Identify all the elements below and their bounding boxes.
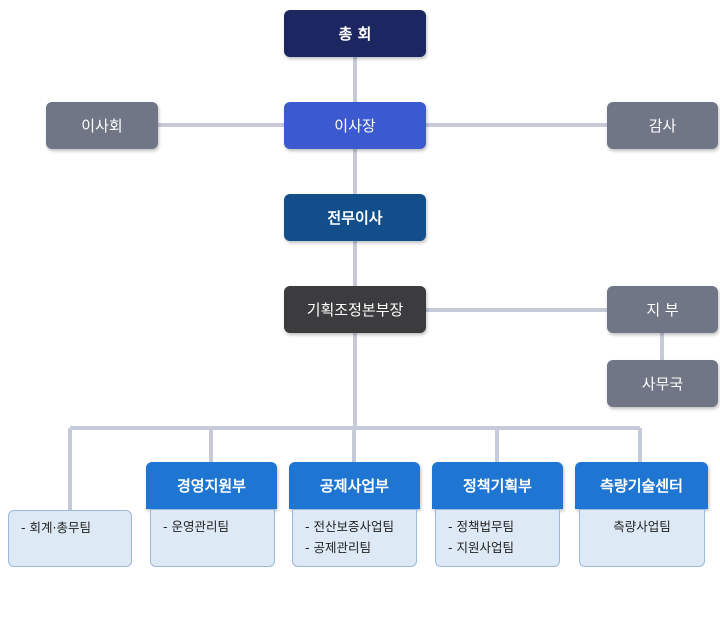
branch-box: 지 부 [607, 286, 718, 333]
dept-header-5: 측량기술센터 [575, 462, 708, 509]
dept-2-item-1: - 운영관리팀 [163, 519, 229, 534]
dept-panel-4: - 정책법무팀 - 지원사업팀 [435, 509, 560, 567]
dept-5-item-1: 측량사업팀 [613, 519, 671, 534]
chairman-box: 이사장 [284, 102, 426, 149]
board-box: 이사회 [46, 102, 158, 149]
planning-head-box: 기획조정본부장 [284, 286, 426, 333]
dept-header-2: 경영지원부 [146, 462, 277, 509]
dept-3-item-2: - 공제관리팀 [305, 540, 371, 555]
dept-panel-3: - 전산보증사업팀 - 공제관리팀 [292, 509, 417, 567]
dept-panel-5: 측량사업팀 [579, 509, 705, 567]
dept-header-3: 공제사업부 [289, 462, 420, 509]
auditor-box: 감사 [607, 102, 718, 149]
secretariat-box: 사무국 [607, 360, 718, 407]
executive-director-box: 전무이사 [284, 194, 426, 241]
dept-3-item-1: - 전산보증사업팀 [305, 519, 394, 534]
dept-1-item-1: - 회계·총무팀 [21, 520, 91, 535]
dept-4-item-2: - 지원사업팀 [448, 540, 514, 555]
dept-header-4: 정책기획부 [432, 462, 563, 509]
dept-panel-1: - 회계·총무팀 [8, 510, 132, 567]
dept-4-item-1: - 정책법무팀 [448, 519, 514, 534]
dept-panel-2: - 운영관리팀 [150, 509, 275, 567]
general-assembly-box: 총 회 [284, 10, 426, 57]
